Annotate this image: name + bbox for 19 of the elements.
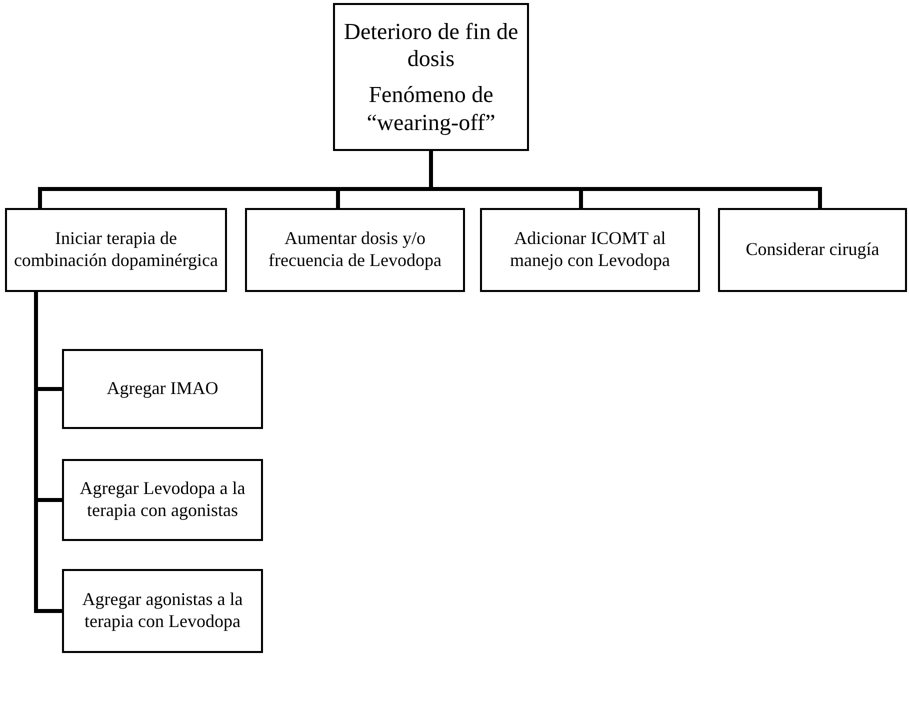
box-text: Agregar agonistas a la terapia con Levodopa xyxy=(81,589,244,633)
box-text: Considerar cirugía xyxy=(746,239,880,261)
box-text: Adicionar ICOMT al manejo con Levodopa xyxy=(509,228,671,272)
box-text: Agregar Levodopa a la terapia con agonistas xyxy=(78,478,246,522)
process-box xyxy=(62,459,263,541)
box-text: Fenómeno de “wearing-off” xyxy=(366,81,496,136)
process-box xyxy=(480,208,700,292)
connector-line xyxy=(429,151,822,208)
process-box xyxy=(62,349,263,429)
process-box xyxy=(245,208,465,292)
process-box xyxy=(5,208,227,292)
box-text: Deterioro de fin de dosis xyxy=(342,18,520,73)
box-text: Aumentar dosis y/o frecuencia de Levodopa xyxy=(268,228,442,272)
process-box xyxy=(333,3,529,151)
process-box xyxy=(62,569,263,653)
connector-line xyxy=(34,292,62,613)
process-box xyxy=(718,208,907,292)
box-text: Agregar IMAO xyxy=(106,378,218,400)
box-text: Iniciar terapia de combinación dopaminérgica xyxy=(12,228,220,272)
